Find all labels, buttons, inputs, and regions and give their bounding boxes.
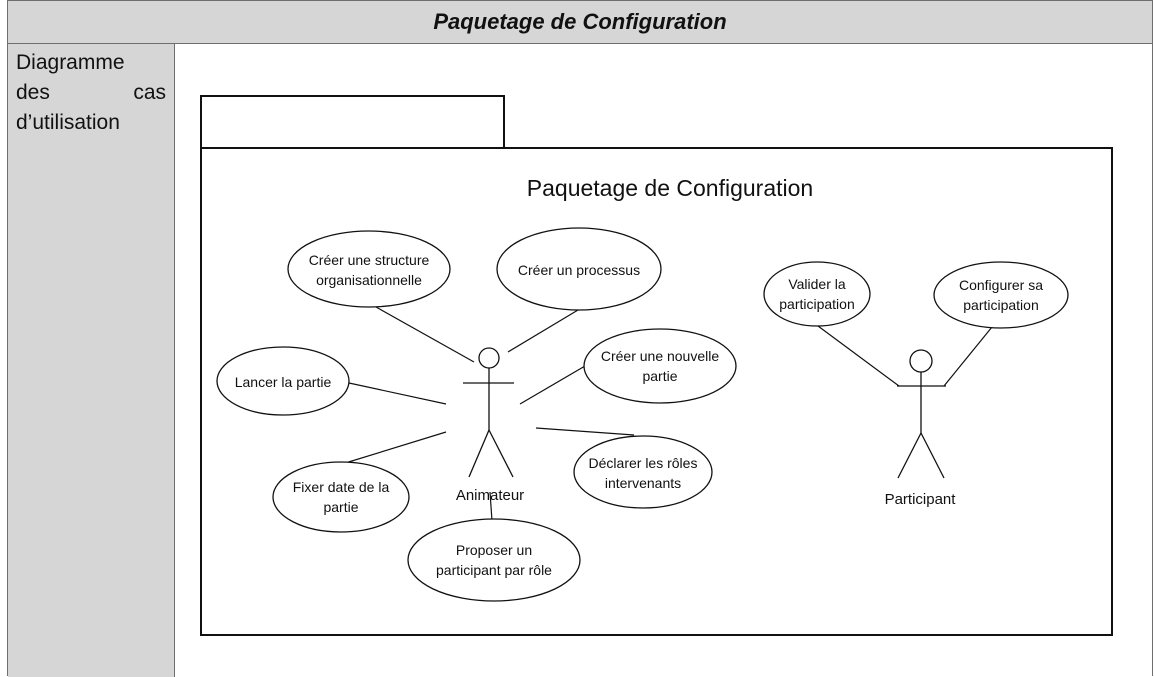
association-line <box>341 431 447 465</box>
use-case-uc2: Créer un processus <box>496 227 662 311</box>
row-label-line-1: Diagramme <box>16 51 125 74</box>
row-label-line-3: d’utilisation <box>16 111 120 134</box>
actor-leg <box>897 432 922 479</box>
use-case-label: participation <box>779 296 855 312</box>
association-line <box>348 382 447 405</box>
use-case-label: Créer un processus <box>518 262 640 278</box>
row-label-cell: Diagramme des cas d’utilisation <box>8 44 175 677</box>
use-case-uc8: Valider la participation <box>763 261 871 327</box>
package-name: Paquetage de Configuration <box>527 175 813 201</box>
use-case-uc9: Configurer sa participation <box>933 261 1069 329</box>
use-case-label: Lancer la partie <box>235 374 332 390</box>
actor-label-participant: Participant <box>885 491 957 508</box>
use-case-uc6: Déclarer les rôles intervenants <box>573 435 713 509</box>
use-case-uc5: Fixer date de la partie <box>272 461 410 533</box>
actor-leg <box>488 429 514 478</box>
association-line <box>519 365 586 405</box>
use-case-label: Valider la <box>788 276 846 292</box>
page-title: Paquetage de Configuration <box>8 1 1152 44</box>
row-label: Diagramme des cas d’utilisation <box>16 48 166 138</box>
use-case-label: Créer une structure <box>309 252 430 268</box>
association-line <box>375 306 475 363</box>
actor-participant <box>897 349 946 479</box>
actor-animateur <box>463 347 514 478</box>
use-case-label: organisationnelle <box>316 272 422 288</box>
use-case-uc1: Créer une structure organisationnelle <box>287 230 451 308</box>
use-case-label: partie <box>323 499 358 515</box>
actor-leg <box>468 429 490 478</box>
use-case-uc3: Lancer la partie <box>216 346 350 416</box>
use-case-label: intervenants <box>605 475 681 491</box>
association-line <box>507 309 579 353</box>
association-line <box>535 427 635 436</box>
association-line <box>489 491 493 522</box>
use-case-uc7: Proposer un participant par rôle <box>407 518 581 602</box>
actor-head <box>909 349 933 373</box>
use-case-label: Créer une nouvelle <box>601 348 720 364</box>
use-case-label: participant par rôle <box>436 562 552 578</box>
table-frame: Paquetage de Configuration Diagramme des… <box>7 0 1153 677</box>
use-case-label: Déclarer les rôles <box>589 455 698 471</box>
actor-leg <box>920 432 945 479</box>
association-lines <box>341 306 993 522</box>
association-line <box>817 325 900 387</box>
use-case-label: Fixer date de la <box>293 479 390 495</box>
use-case-label: participation <box>963 297 1039 313</box>
association-line <box>943 326 993 387</box>
use-case-label: partie <box>642 368 677 384</box>
use-case-uc4: Créer une nouvelle partie <box>583 328 737 404</box>
use-case-label: Proposer un <box>456 542 532 558</box>
actor-head <box>478 347 500 369</box>
actor-label-animateur: Animateur <box>456 487 524 504</box>
package-tab <box>200 95 505 149</box>
row-label-line-2: des cas <box>16 81 166 104</box>
use-case-label: Configurer sa <box>959 277 1043 293</box>
